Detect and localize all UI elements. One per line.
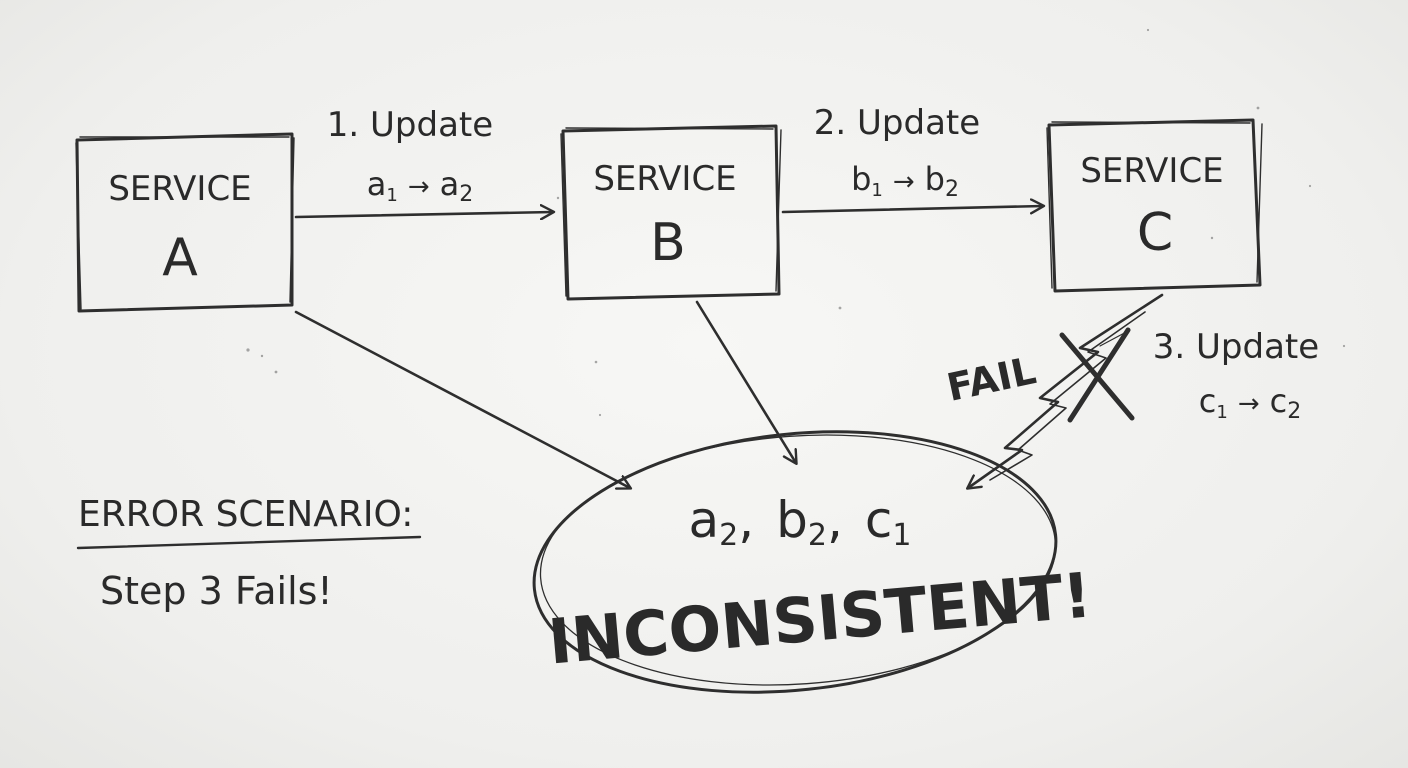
service-c-letter: C [1137, 203, 1173, 263]
service-a-title: SERVICE [108, 169, 251, 209]
service-a-letter: A [162, 228, 198, 288]
step-1-title: 1. Update [327, 105, 493, 145]
error-scenario-detail: Step 3 Fails! [100, 569, 333, 613]
service-c-title: SERVICE [1080, 151, 1223, 191]
step-1-transition: a1→a2 [367, 165, 473, 207]
pencil-smudges [246, 28, 1346, 417]
service-b-title: SERVICE [593, 159, 736, 199]
fail-cross-icon [1059, 327, 1135, 423]
arrow-b-to-c [781, 206, 1043, 212]
error-scenario-heading: ERROR SCENARIO: [78, 494, 413, 535]
result-state-ellipse [532, 430, 1058, 694]
step-3-label: 3. Update c1→c2 [1153, 327, 1319, 424]
service-c-box: SERVICE C [1046, 118, 1263, 293]
step-1-label: 1. Update a1→a2 [327, 105, 493, 207]
step-3-title: 3. Update [1153, 327, 1319, 367]
arrow-a-to-result [294, 310, 630, 488]
result-values: a2,b2,c1 [689, 491, 912, 553]
service-b-letter: B [650, 213, 686, 273]
step-2-transition: b1→b2 [851, 160, 959, 202]
step-3-transition: c1→c2 [1199, 382, 1301, 424]
fail-label: FAIL [943, 348, 1040, 410]
service-b-box: SERVICE B [560, 124, 782, 301]
service-a-box: SERVICE A [75, 132, 295, 313]
inconsistent-label: INCONSISTENT! [545, 558, 1094, 678]
step-2-label: 2. Update b1→b2 [814, 103, 980, 202]
step-2-title: 2. Update [814, 103, 980, 143]
error-scenario-note: ERROR SCENARIO: Step 3 Fails! [76, 494, 422, 613]
heading-underline [76, 535, 422, 550]
arrow-a-to-b [294, 212, 553, 217]
